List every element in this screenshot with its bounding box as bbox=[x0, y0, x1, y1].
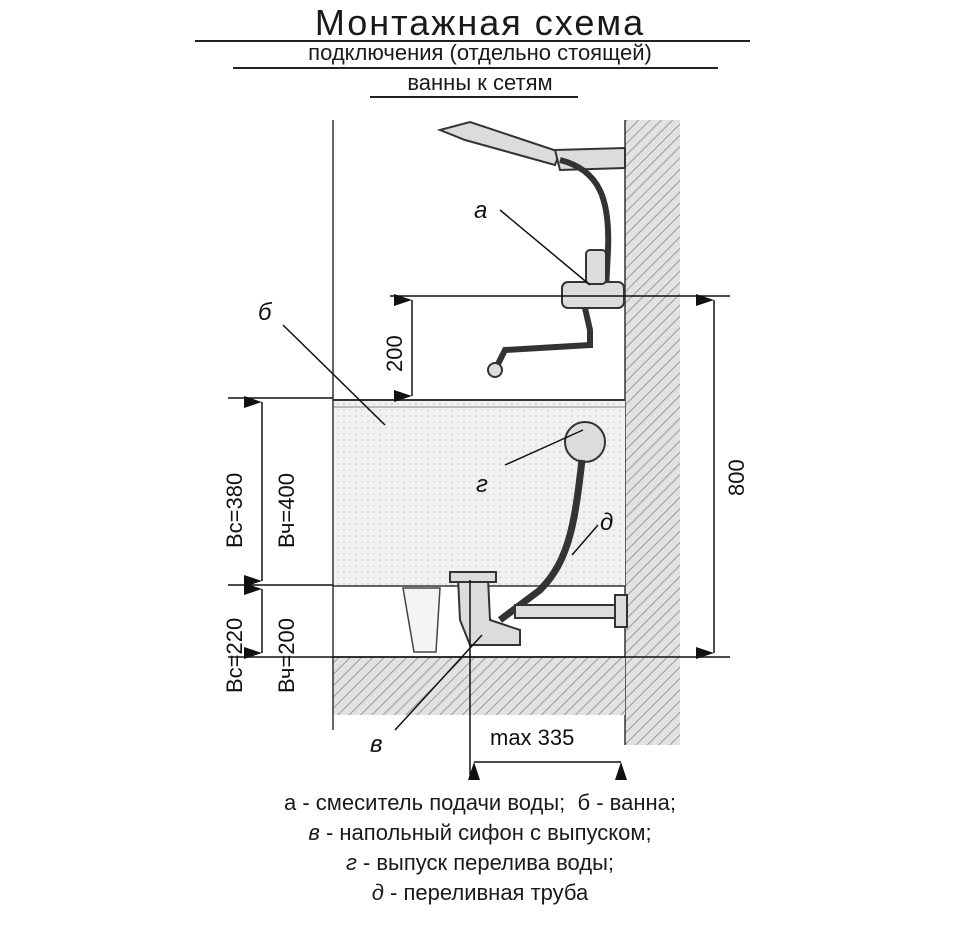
legend-key-b: б bbox=[577, 790, 591, 815]
dim-vch400-label: Вч=400 bbox=[274, 473, 299, 548]
dim-vc220-label: Вс=220 bbox=[222, 618, 247, 693]
dim-vc380-label: Вс=380 bbox=[222, 473, 247, 548]
faucet-spout bbox=[492, 307, 593, 372]
floor-siphon bbox=[456, 577, 521, 646]
legend-key-v: в bbox=[308, 820, 320, 845]
mixer-valve bbox=[585, 249, 607, 285]
shower-hose bbox=[559, 157, 612, 291]
wall bbox=[625, 120, 680, 745]
overflow-assembly bbox=[449, 421, 628, 646]
legend-text-g: - выпуск перелива воды; bbox=[356, 850, 615, 875]
dim-800-label: 800 bbox=[724, 459, 749, 496]
legend-key-a: а bbox=[284, 790, 297, 815]
legend-key-g: г bbox=[345, 850, 357, 875]
legend-text-a: - смеситель подачи воды; bbox=[296, 790, 578, 815]
leader-d bbox=[571, 524, 599, 556]
legend-key-d: д bbox=[371, 880, 384, 905]
subtitle-underline-1 bbox=[233, 67, 718, 69]
mixer-faucet bbox=[436, 120, 626, 378]
drain-outlet bbox=[449, 571, 497, 583]
leader-v bbox=[394, 634, 483, 731]
legend-row-2: в - напольный сифон с выпуском; bbox=[0, 820, 960, 846]
legend-text-d: - переливная труба bbox=[383, 880, 589, 905]
diagram-subtitle-line2: ванны к сетям bbox=[407, 70, 553, 95]
shower-head bbox=[436, 120, 562, 167]
legend-row-4: д - переливная труба bbox=[0, 880, 960, 906]
leader-a bbox=[499, 209, 591, 286]
title-underline bbox=[195, 40, 750, 42]
spout-tip bbox=[487, 362, 503, 378]
outlet-pipe bbox=[514, 604, 626, 619]
mixer-body bbox=[561, 281, 625, 309]
wall-flange bbox=[614, 594, 628, 628]
dim-vch200-label: Вч=200 bbox=[274, 618, 299, 693]
leader-b bbox=[282, 324, 386, 426]
dim-max335-label: max 335 bbox=[490, 725, 574, 750]
overflow-pipe bbox=[497, 459, 586, 623]
installation-scheme: 200 800 Вс=380 Вч=400 Вс=220 Вч=200 max … bbox=[222, 120, 749, 780]
diagram-title: Монтажная схема bbox=[314, 2, 646, 43]
bathtub bbox=[333, 400, 625, 586]
dimension-lines bbox=[228, 209, 730, 780]
label-d: д bbox=[600, 509, 613, 536]
subtitle-underline-2 bbox=[370, 96, 578, 98]
dim-200-top-label: 200 bbox=[382, 335, 407, 372]
legend-row-1: а - смеситель подачи воды; б - ванна; bbox=[0, 790, 960, 816]
legend-row-3: г - выпуск перелива воды; bbox=[0, 850, 960, 876]
label-v: в bbox=[370, 731, 383, 758]
legend-text-v: - напольный сифон с выпуском; bbox=[319, 820, 652, 845]
legend-text-b: - ванна; bbox=[590, 790, 676, 815]
label-a: а bbox=[474, 197, 487, 224]
label-b: б bbox=[258, 299, 273, 326]
floor bbox=[333, 657, 625, 715]
label-g: г bbox=[476, 471, 488, 498]
bathtub-foot bbox=[402, 587, 441, 653]
diagram-subtitle-line1: подключения (отдельно стоящей) bbox=[308, 40, 652, 65]
overflow-outlet bbox=[564, 421, 606, 463]
leader-g bbox=[504, 429, 584, 466]
